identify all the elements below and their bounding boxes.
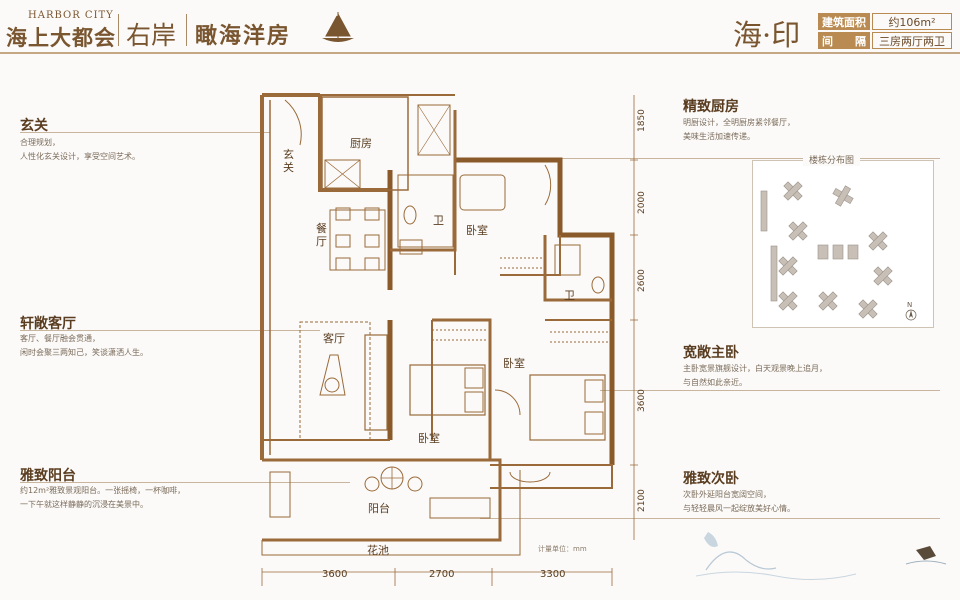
project-subtitle: 瞰海洋房	[195, 24, 292, 49]
dimension-right-3: 2600	[637, 269, 647, 292]
leader-line	[600, 390, 940, 391]
spec-value: 三房两厅两卫	[872, 32, 952, 49]
room-label-dining: 餐厅	[316, 222, 327, 248]
site-map-title: 楼栋分布图	[803, 153, 861, 166]
unit-note: 计量单位：mm	[538, 545, 587, 553]
feature-master-title: 宽敞主卧	[683, 345, 739, 361]
room-label-balcony: 阳台	[368, 502, 390, 515]
north-label: N	[907, 301, 913, 309]
room-label-entry: 玄关	[283, 148, 294, 174]
feature-second-title: 雅致次卧	[683, 471, 739, 487]
feature-living-desc: 客厅、餐厅融会贯通，闲时会聚三两知己，笑谈潇洒人生。	[20, 334, 148, 357]
spec-table: 建筑面积 约106m² 间 隔 三房两厅两卫	[818, 13, 952, 51]
brand-chinese: 海上大都会	[6, 26, 116, 50]
brand-english: HARBOR CITY	[28, 10, 114, 21]
site-map-drawing	[760, 181, 893, 319]
room-label-garden: 花池	[367, 544, 389, 557]
unit-model-name: 海·印	[733, 18, 801, 52]
room-label-kitchen: 厨房	[350, 137, 372, 150]
header: HARBOR CITY 海上大都会 右岸 瞰海洋房 海·印 建筑面积 约106m…	[0, 0, 960, 60]
sailboat-icon	[322, 12, 354, 42]
spec-key: 建筑面积	[818, 13, 870, 30]
feature-balcony-desc: 约12m²雅致景观阳台。一张摇椅，一杯咖啡，一下午就这样静静的沉浸在美景中。	[20, 486, 186, 509]
dimension-bottom-2: 2700	[429, 569, 455, 580]
leader-line	[480, 518, 940, 519]
feature-kitchen-title: 精致厨房	[683, 99, 739, 115]
room-label-bedroom-second: 卧室	[418, 432, 440, 445]
feature-living-title: 轩敞客厅	[20, 316, 76, 332]
dimension-right-1: 1850	[637, 109, 647, 132]
header-rule	[0, 52, 960, 54]
compass-icon	[905, 309, 917, 321]
spec-row-area: 建筑面积 约106m²	[818, 13, 952, 30]
room-label-living: 客厅	[323, 332, 345, 345]
room-label-bedroom-top: 卧室	[466, 224, 488, 237]
leader-line	[20, 132, 270, 133]
dimension-bottom-3: 3300	[540, 569, 566, 580]
header-divider	[118, 14, 119, 46]
spec-row-layout: 间 隔 三房两厅两卫	[818, 32, 952, 49]
spec-key: 间 隔	[818, 32, 870, 49]
room-label-bath-2: 卫	[564, 289, 575, 302]
project-name: 右岸	[126, 21, 177, 50]
header-divider	[186, 14, 187, 46]
site-map: 楼栋分布图 N	[752, 153, 934, 328]
feature-entry-desc: 合理规划，人性化玄关设计，享受空间艺术。	[20, 138, 140, 161]
dimension-right-4: 3600	[637, 389, 647, 412]
feature-balcony-title: 雅致阳台	[20, 468, 76, 484]
dimension-bottom-1: 3600	[322, 569, 348, 580]
spec-value: 约106m²	[872, 13, 952, 30]
whale-illustration	[696, 532, 947, 581]
room-label-bath-1: 卫	[433, 214, 444, 227]
feature-kitchen-desc: 明厨设计，全明厨房紧邻餐厅，美味生活加速传递。	[683, 118, 795, 141]
feature-entry-title: 玄关	[20, 118, 48, 134]
feature-master-desc: 主卧宽景旗舰设计，白天观景晚上追月，与自然如此亲近。	[683, 364, 827, 387]
dimension-right-5: 2100	[637, 489, 647, 512]
room-label-bedroom-master: 卧室	[503, 357, 525, 370]
leader-line	[20, 482, 350, 483]
dimension-right-2: 2000	[637, 191, 647, 214]
feature-second-desc: 次卧外延阳台宽阔空间，与轻轻晨风一起绽放美好心情。	[683, 490, 795, 513]
leader-line	[455, 158, 940, 159]
leader-line	[20, 330, 320, 331]
